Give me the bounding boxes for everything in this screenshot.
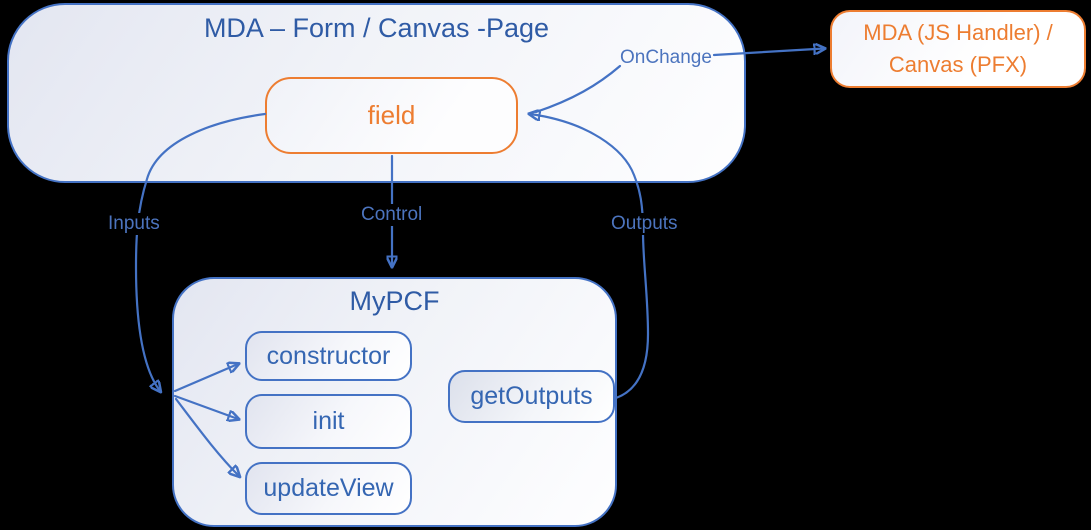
js-handler-label-line2: Canvas (PFX) [888,52,1028,77]
field-node: field [265,77,518,154]
updateview-node: updateView [245,462,412,515]
js-handler-label-line1: MDA (JS Handler) / [863,20,1053,45]
getoutputs-label: getOutputs [470,382,593,410]
updateview-label: updateView [263,474,394,502]
constructor-label: constructor [266,341,391,370]
onchange-label: OnChange [620,47,712,68]
control-label: Control [358,204,426,226]
init-label: init [312,407,345,435]
outputs-label: Outputs [608,213,681,235]
mypcf-title: MyPCF [349,286,440,316]
getoutputs-node: getOutputs [448,370,615,423]
init-node: init [245,394,412,449]
field-label: field [367,100,416,130]
inputs-label: Inputs [105,213,163,235]
js-handler-node: MDA (JS Handler) / Canvas (PFX) [830,10,1086,88]
form-canvas-page-title: MDA – Form / Canvas -Page [203,13,550,43]
constructor-node: constructor [245,331,412,381]
